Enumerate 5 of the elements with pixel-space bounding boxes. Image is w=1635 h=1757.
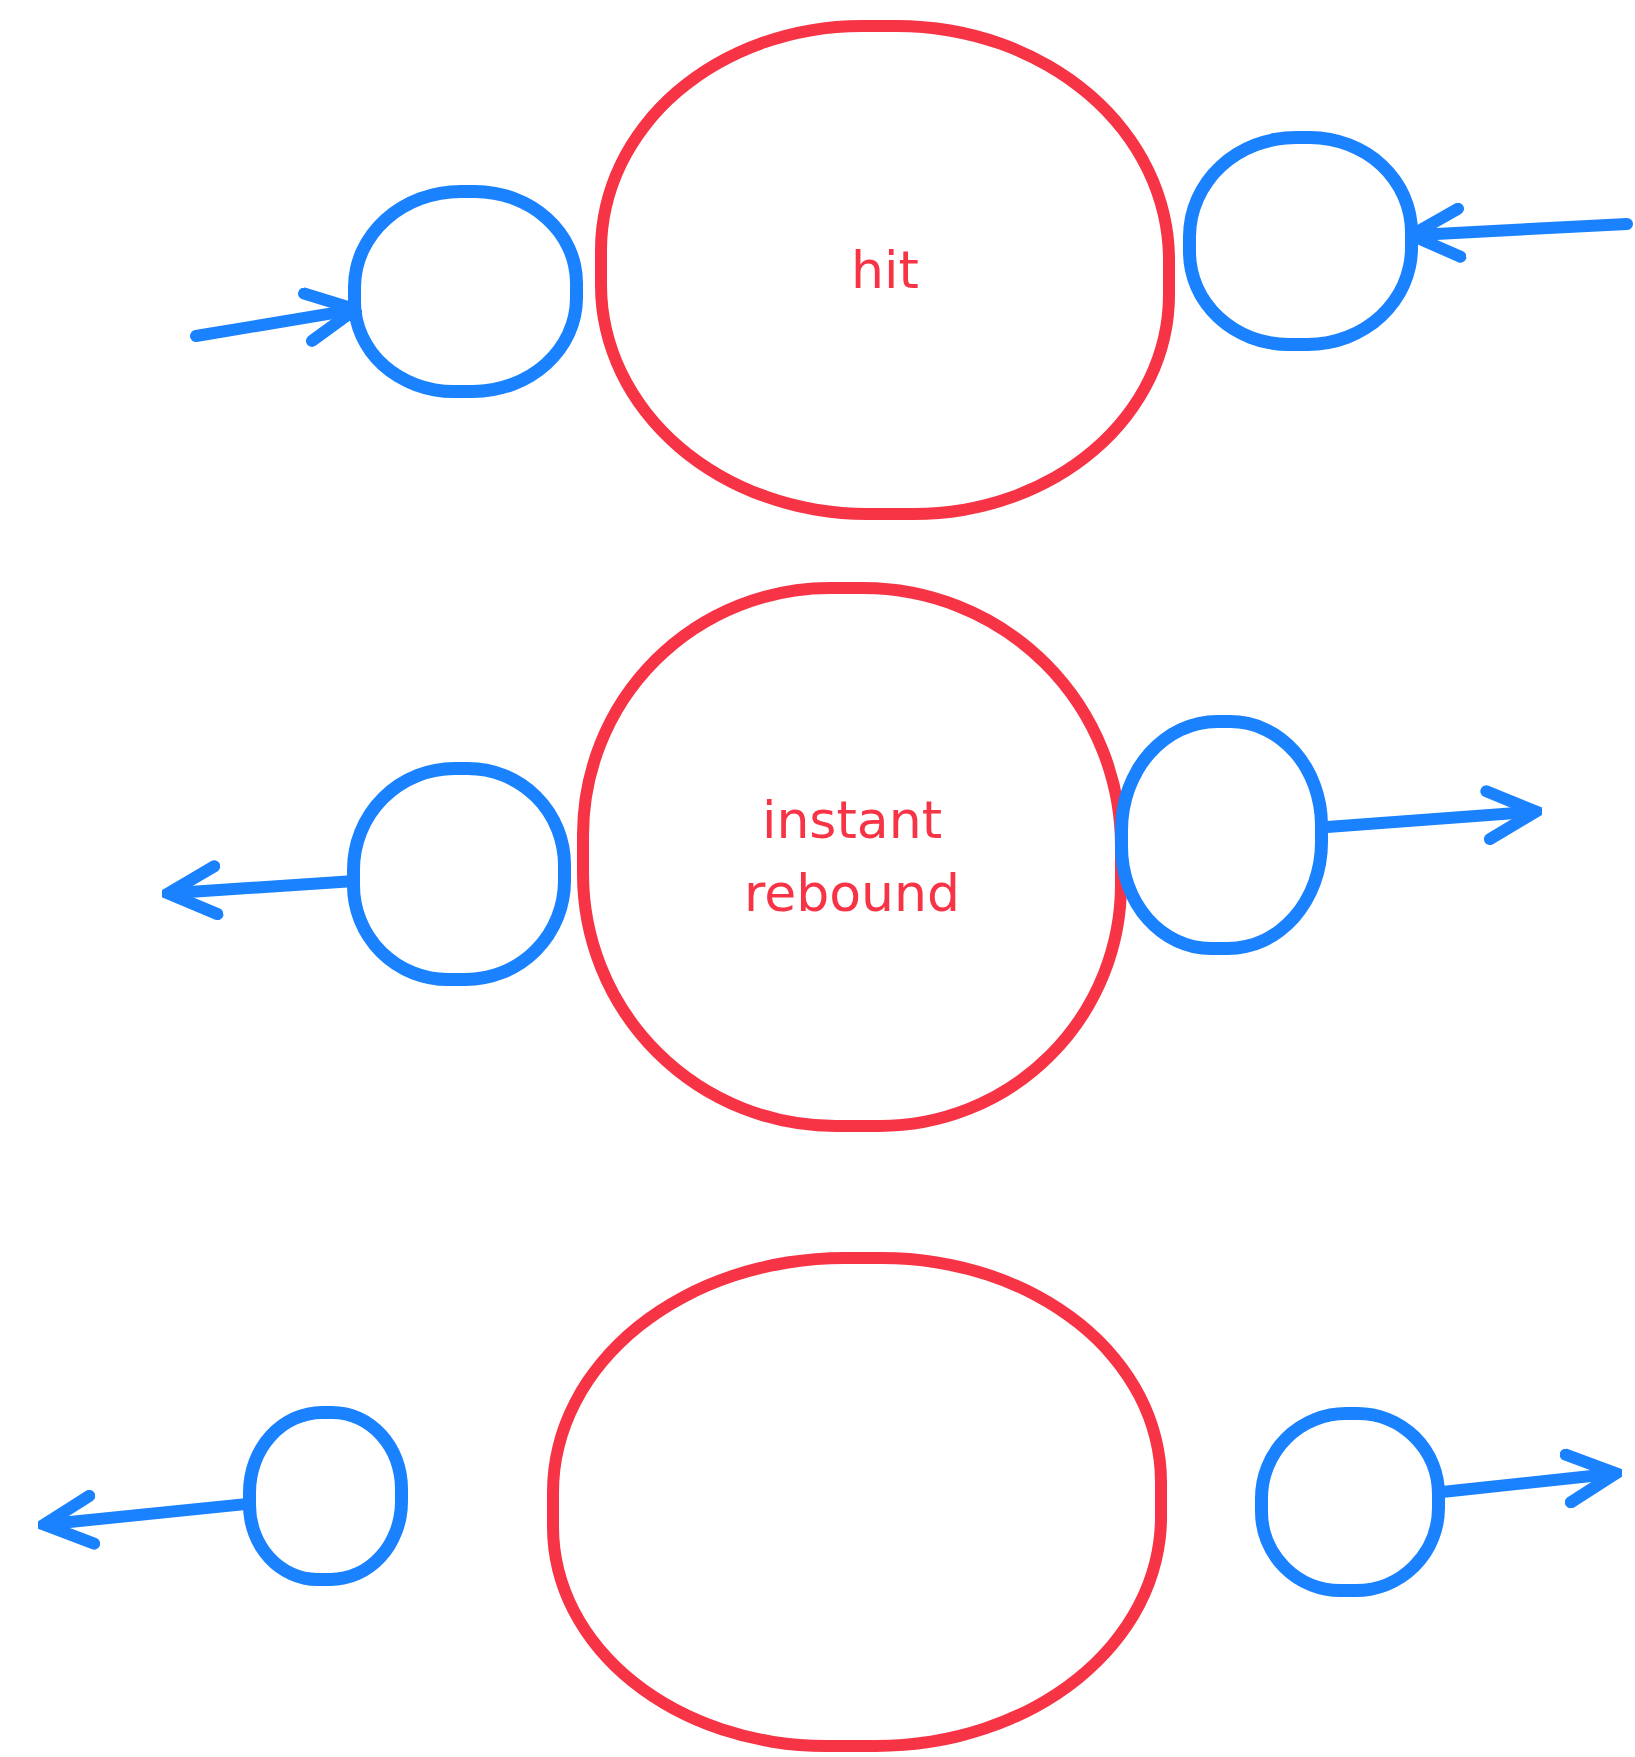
blob-shape [577, 582, 1127, 1132]
blob-shape [595, 20, 1175, 520]
blob-shape [547, 1252, 1167, 1752]
node-label: instant rebound [743, 789, 961, 925]
node-label: hit [851, 238, 919, 302]
